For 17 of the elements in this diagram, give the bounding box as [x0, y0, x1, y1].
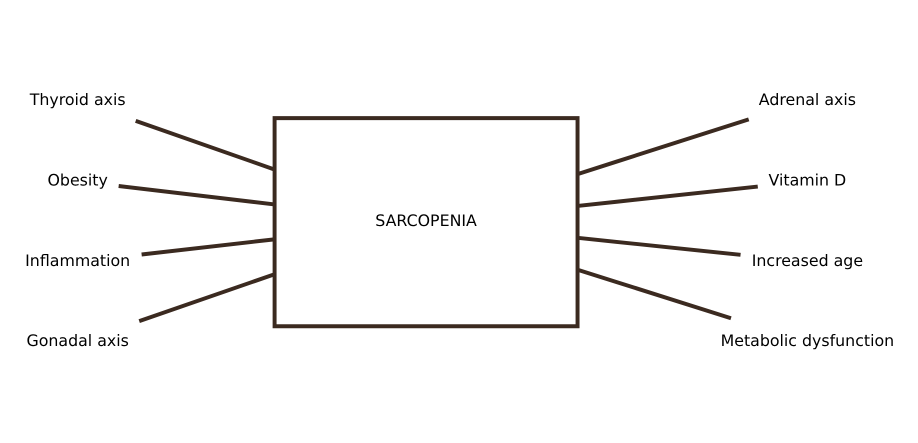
- node-box: SARCOPENIA: [272, 116, 580, 328]
- node-text: Adrenal axis: [758, 90, 856, 110]
- connector: [577, 236, 741, 257]
- connector: [577, 268, 732, 320]
- connector: [577, 184, 758, 208]
- connector: [138, 272, 276, 324]
- connector: [118, 184, 275, 206]
- node-text: Increased age: [752, 250, 864, 270]
- node-text: Vitamin D: [768, 170, 846, 190]
- node-text: Thyroid axis: [30, 90, 126, 110]
- connector: [135, 119, 276, 172]
- node-text: Gonadal axis: [26, 331, 129, 350]
- connector: [577, 117, 750, 176]
- connector: [141, 237, 274, 256]
- node-text: Inflammation: [25, 250, 130, 270]
- node-text: Obesity: [48, 170, 108, 190]
- node-text: Metabolic dysfunction: [720, 331, 894, 350]
